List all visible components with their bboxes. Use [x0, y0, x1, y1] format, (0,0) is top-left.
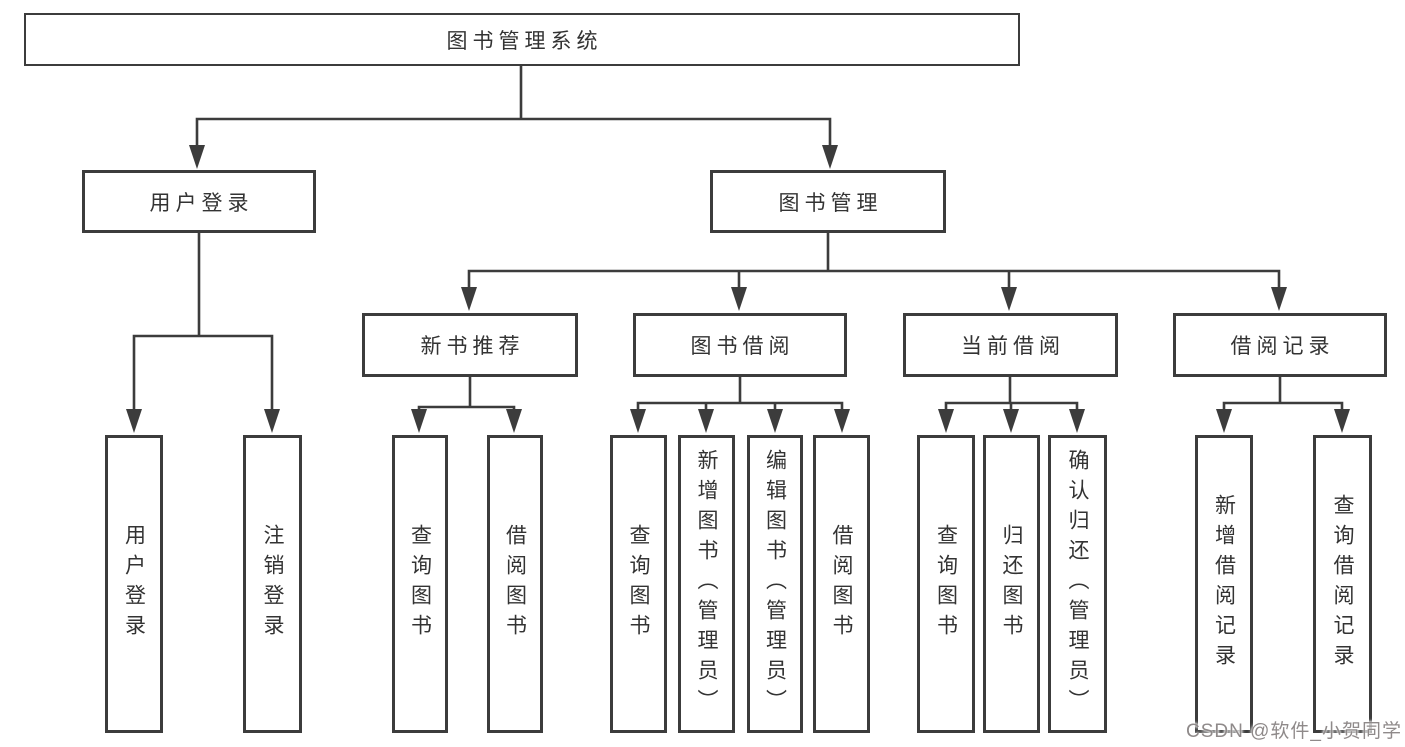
connector-current-children	[938, 377, 1085, 433]
leaf-query-books: 查询图书	[610, 435, 667, 733]
node-book-borrow: 图书借阅	[633, 313, 847, 377]
leaf-add-borrow-record: 新增借阅记录	[1195, 435, 1253, 733]
leaf-confirm-return-admin: 确认归还（管理员）	[1048, 435, 1107, 733]
connector-borrow-children	[630, 377, 850, 433]
node-current-borrow: 当前借阅	[903, 313, 1118, 377]
node-new-book-recommend: 新书推荐	[362, 313, 578, 377]
leaf-add-book-admin: 新增图书（管理员）	[678, 435, 735, 733]
leaf-borrow-books: 借阅图书	[487, 435, 543, 733]
leaf-user-login: 用户登录	[105, 435, 163, 733]
leaf-query-books: 查询图书	[917, 435, 975, 733]
leaf-edit-book-admin: 编辑图书（管理员）	[747, 435, 803, 733]
leaf-query-books: 查询图书	[392, 435, 448, 733]
leaf-logout: 注销登录	[243, 435, 302, 733]
leaf-return-books: 归还图书	[983, 435, 1040, 733]
node-borrow-records: 借阅记录	[1173, 313, 1387, 377]
connector-record-children	[1216, 377, 1350, 433]
node-book-management: 图书管理	[710, 170, 946, 233]
connector-user-login-children	[126, 231, 280, 433]
leaf-query-borrow-record: 查询借阅记录	[1313, 435, 1372, 733]
connector-book-mgmt-children	[461, 231, 1287, 311]
node-root: 图书管理系统	[24, 13, 1020, 66]
watermark-text: CSDN @软件_小贺同学	[1186, 721, 1402, 742]
connector-root-to-level2	[189, 66, 838, 169]
connector-new-book-children	[411, 377, 522, 433]
node-user-login: 用户登录	[82, 170, 316, 233]
leaf-borrow-books: 借阅图书	[813, 435, 870, 733]
